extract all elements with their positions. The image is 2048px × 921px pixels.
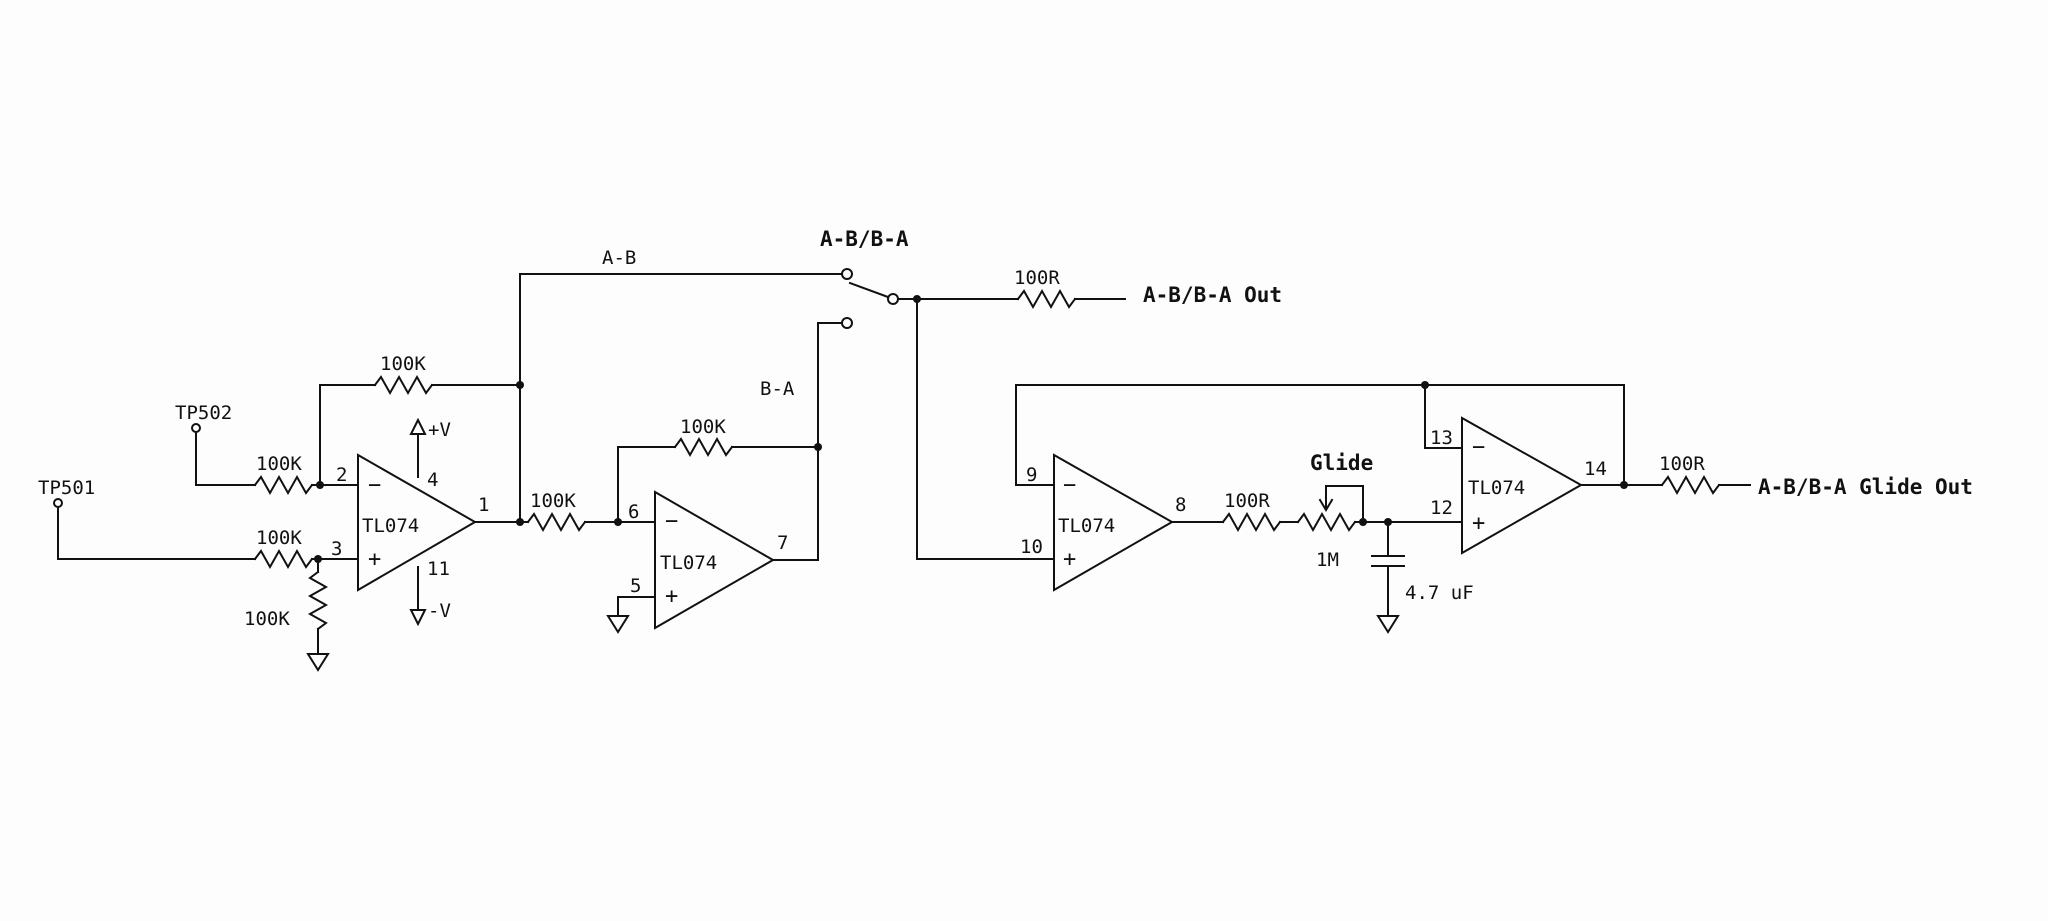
resistor-in-a-label: 100K bbox=[256, 527, 302, 549]
opamp-u2 bbox=[654, 490, 776, 630]
resistor-feedback-1 bbox=[373, 374, 434, 396]
supply-negative-icon bbox=[409, 609, 427, 627]
tp501-test-point[interactable] bbox=[53, 498, 256, 560]
opamp-u1-part: TL074 bbox=[362, 515, 419, 537]
opamp-u1-pin-inv: 2 bbox=[336, 464, 347, 486]
resistor-output-1-label: 100R bbox=[1014, 267, 1060, 289]
supply-negative-label: -V bbox=[428, 600, 451, 622]
opamp-u2-part: TL074 bbox=[660, 552, 717, 574]
output-2-label: A-B/B-A Glide Out bbox=[1758, 475, 1973, 499]
glide-capacitor bbox=[1371, 521, 1405, 615]
tp502-test-point[interactable] bbox=[191, 423, 256, 486]
resistor-output-1 bbox=[1016, 288, 1077, 310]
opamp-u1-pin-noninv: 3 bbox=[331, 538, 342, 560]
resistor-ground bbox=[307, 558, 329, 653]
switch-label: A-B/B-A bbox=[820, 227, 909, 251]
opamp-u3-pin-noninv: 10 bbox=[1020, 536, 1043, 558]
opamp-u1 bbox=[357, 453, 478, 592]
opamp-u2-pin-out: 7 bbox=[777, 532, 788, 554]
resistor-feedback-2 bbox=[673, 436, 734, 458]
opamp-u1-pin-vpos: 4 bbox=[427, 469, 438, 491]
junction-dot bbox=[1359, 518, 1367, 526]
opamp-u3-pin-out: 8 bbox=[1175, 494, 1186, 516]
opamp-u1-plus: + bbox=[368, 547, 381, 572]
resistor-glide-in bbox=[1221, 511, 1282, 533]
ground-icon bbox=[306, 653, 330, 672]
opamp-u3-pin-inv: 9 bbox=[1026, 464, 1037, 486]
resistor-inverter-in bbox=[526, 511, 587, 533]
net-amb-label: A-B bbox=[602, 247, 636, 269]
glide-capacitor-label: 4.7 uF bbox=[1405, 582, 1474, 604]
resistor-glide-in-label: 100R bbox=[1224, 490, 1270, 512]
net-bma-label: B-A bbox=[760, 378, 795, 400]
opamp-u3 bbox=[1053, 453, 1175, 592]
opamp-u4-pin-out: 14 bbox=[1584, 458, 1607, 480]
opamp-u4-part: TL074 bbox=[1468, 477, 1525, 499]
resistor-inverter-in-label: 100K bbox=[530, 490, 576, 512]
opamp-u3-plus: + bbox=[1063, 547, 1076, 572]
resistor-in-b-label: 100K bbox=[256, 453, 302, 475]
supply-positive-icon bbox=[409, 417, 427, 435]
opamp-u3-minus: − bbox=[1063, 473, 1076, 498]
resistor-ground-label: 100K bbox=[244, 608, 290, 630]
opamp-u1-pin-out: 1 bbox=[478, 494, 489, 516]
resistor-feedback-1-label: 100K bbox=[380, 353, 426, 375]
glide-pot-value: 1M bbox=[1316, 549, 1339, 571]
tp502-label: TP502 bbox=[175, 402, 232, 424]
opamp-u3-part: TL074 bbox=[1058, 515, 1115, 537]
opamp-u4-pin-inv: 13 bbox=[1430, 427, 1453, 449]
opamp-u2-pin-noninv: 5 bbox=[630, 575, 641, 597]
resistor-in-a bbox=[253, 548, 341, 570]
glide-potentiometer[interactable] bbox=[1296, 485, 1364, 533]
junction-dot bbox=[1620, 481, 1628, 489]
opamp-u1-minus: − bbox=[368, 473, 381, 498]
opamp-u2-plus: + bbox=[665, 584, 678, 609]
opamp-u4-plus: + bbox=[1472, 511, 1485, 536]
supply-positive-label: +V bbox=[428, 419, 451, 441]
resistor-feedback-2-label: 100K bbox=[680, 416, 726, 438]
output-1-label: A-B/B-A Out bbox=[1143, 283, 1282, 307]
glide-pot-label: Glide bbox=[1310, 451, 1373, 475]
tp501-label: TP501 bbox=[38, 477, 95, 499]
opamp-u4 bbox=[1461, 416, 1584, 555]
opamp-u1-pin-vneg: 11 bbox=[427, 558, 450, 580]
ground-icon bbox=[606, 615, 630, 634]
switch-amb-bma[interactable] bbox=[841, 268, 899, 329]
opamp-u4-minus: − bbox=[1472, 435, 1485, 460]
resistor-output-2-label: 100R bbox=[1659, 453, 1705, 475]
opamp-u2-pin-inv: 6 bbox=[628, 501, 639, 523]
ground-icon bbox=[1376, 615, 1400, 634]
resistor-output-2 bbox=[1660, 474, 1721, 496]
opamp-u4-pin-noninv: 12 bbox=[1430, 497, 1453, 519]
opamp-u2-minus: − bbox=[665, 509, 678, 534]
